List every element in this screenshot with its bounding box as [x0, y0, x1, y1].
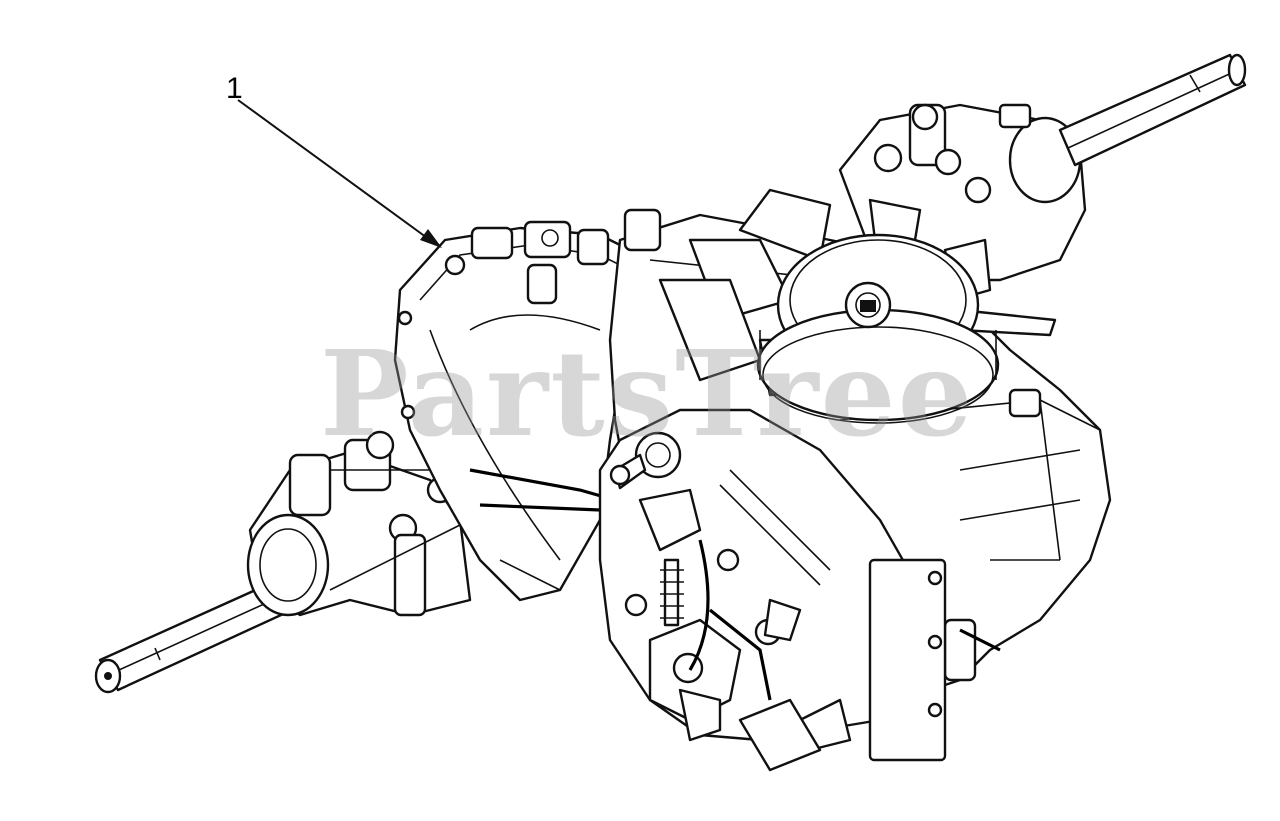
- cooling-fan: [658, 188, 1057, 424]
- left-axle-housing: [246, 430, 472, 617]
- control-panel: [598, 408, 947, 772]
- callout-number: 1: [226, 72, 243, 105]
- right-axle-shaft: [1058, 53, 1247, 167]
- callout-leader: [237, 99, 442, 248]
